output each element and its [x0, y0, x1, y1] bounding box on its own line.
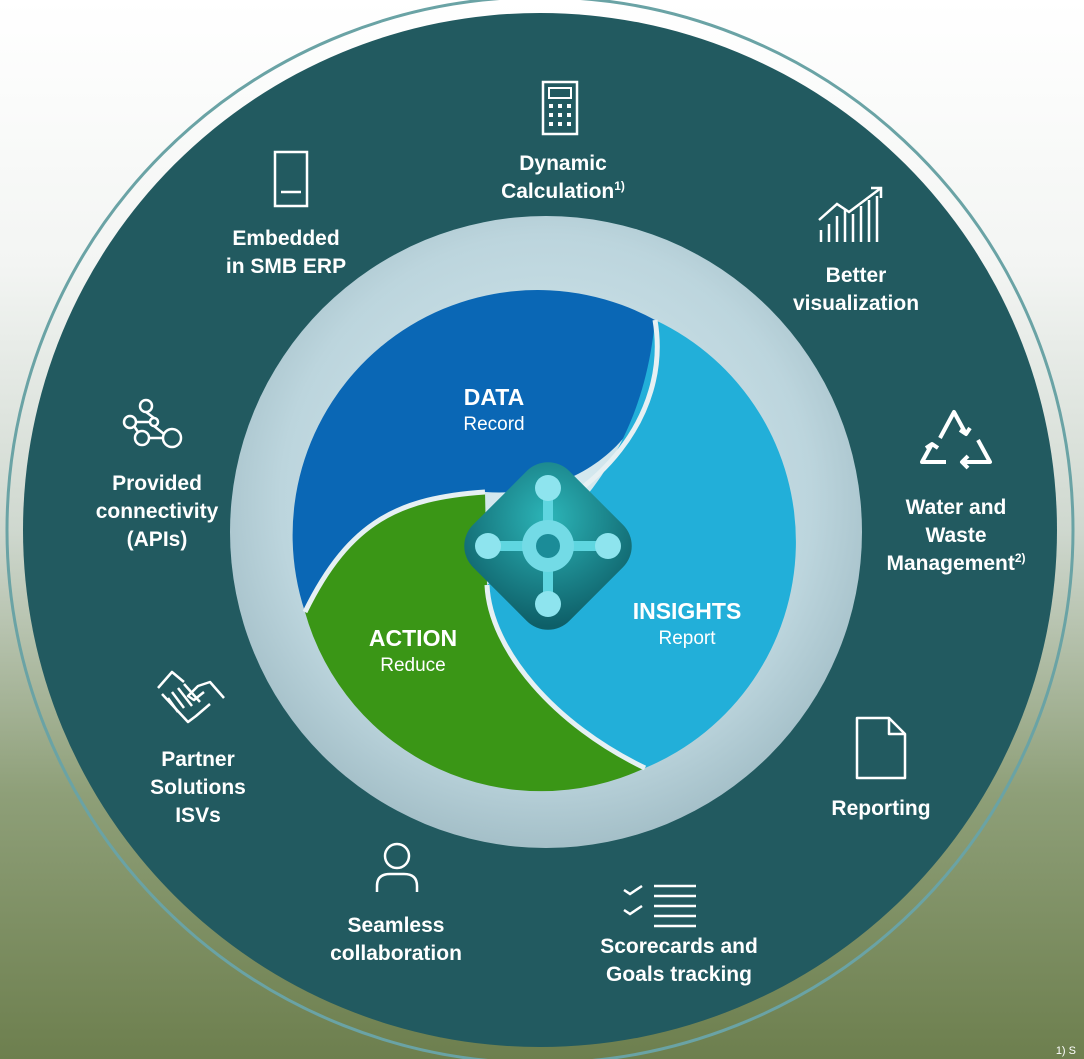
data-segment-label: DATA Record [463, 382, 524, 438]
outer-thin-ring [5, 0, 1075, 1059]
chart-trend-icon [818, 186, 883, 242]
feature-connectivity: Provided connectivity (APIs) [96, 470, 219, 554]
feature-collaboration-line1: Seamless [347, 914, 445, 937]
action-subtitle: Reduce [380, 655, 446, 676]
footnote-marker-1: 1) [614, 179, 625, 193]
feature-connectivity-line1: Provided [112, 472, 202, 495]
feature-partner-line3: ISVs [175, 804, 221, 827]
feature-water-line2: Waste [925, 524, 987, 547]
insights-segment-label: INSIGHTS Report [633, 596, 742, 652]
feature-better-visualization: Better visualization [793, 262, 919, 318]
calculator-icon [541, 80, 579, 136]
device-icon [273, 150, 309, 208]
feature-dynamic-calculation: Dynamic Calculation1) [501, 150, 625, 206]
data-subtitle: Record [463, 414, 525, 435]
footnote-marker-2: 2) [1014, 551, 1026, 565]
document-icon [855, 716, 907, 780]
feature-partner-line1: Partner [161, 748, 235, 771]
feature-dynamic-line1: Dynamic [519, 152, 607, 175]
action-title: ACTION [368, 625, 458, 651]
feature-visualization-line1: Better [825, 264, 887, 287]
feature-reporting: Reporting [831, 795, 930, 823]
feature-scorecards: Scorecards and Goals tracking [600, 933, 758, 989]
feature-seamless-collaboration: Seamless collaboration [330, 912, 462, 968]
insights-subtitle: Report [658, 628, 716, 649]
footnote: 1) S [1055, 1045, 1076, 1057]
feature-connectivity-line2: connectivity [95, 500, 219, 523]
business-central-logo [464, 462, 632, 630]
feature-embedded-line1: Embedded [232, 227, 340, 250]
feature-partner-solutions: Partner Solutions ISVs [150, 746, 246, 830]
action-segment-label: ACTION Reduce [369, 623, 457, 679]
feature-embedded-line2: in SMB ERP [225, 255, 347, 278]
feature-scorecards-line2: Goals tracking [606, 963, 752, 986]
action-segment [305, 492, 645, 792]
feature-collaboration-line2: collaboration [330, 942, 462, 965]
person-icon [375, 842, 419, 892]
network-icon [122, 398, 183, 449]
feature-visualization-line2: visualization [792, 292, 920, 315]
feature-reporting-line1: Reporting [831, 797, 931, 820]
feature-water-line1: Water and [905, 496, 1007, 519]
insights-title: INSIGHTS [632, 598, 742, 624]
feature-partner-line2: Solutions [150, 776, 246, 799]
feature-dynamic-line2: Calculation [501, 180, 615, 203]
feature-water-line3: Management [886, 552, 1015, 575]
checklist-icon [623, 884, 696, 928]
insights-segment [487, 320, 796, 768]
feature-connectivity-line3: (APIs) [126, 528, 188, 551]
feature-scorecards-line1: Scorecards and [600, 935, 758, 958]
data-segment [292, 290, 658, 612]
handshake-icon [157, 670, 225, 724]
recycle-icon [920, 410, 992, 470]
feature-water-waste: Water and Waste Management2) [886, 494, 1025, 578]
feature-embedded: Embedded in SMB ERP [226, 225, 346, 281]
data-title: DATA [463, 384, 525, 410]
